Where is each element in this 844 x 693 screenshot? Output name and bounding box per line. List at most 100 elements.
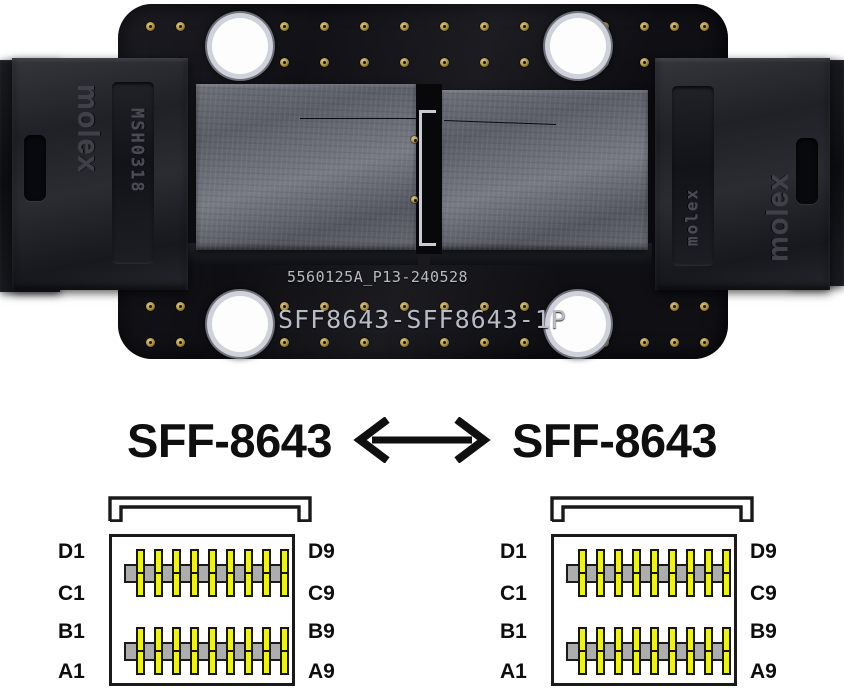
pcb-via xyxy=(480,338,489,347)
pin-group-dc xyxy=(124,549,289,597)
pcb-via xyxy=(700,302,709,311)
connector-pin xyxy=(244,549,253,574)
pin-label-c1: C1 xyxy=(500,582,527,605)
pcb-via xyxy=(640,22,649,31)
right-connector-brand-text: molex xyxy=(762,173,794,262)
pin-label-d9: D9 xyxy=(308,540,335,563)
bidirectional-arrow-icon xyxy=(350,416,494,464)
pcb-via xyxy=(320,302,329,311)
pin-group-ba xyxy=(566,627,731,675)
pinout-diagram-connector-a: D1 C1 B1 A1 D9 C9 B9 A9 xyxy=(58,492,390,692)
centre-via-lower xyxy=(411,196,418,203)
connector-pin xyxy=(190,627,199,652)
connector-pin xyxy=(136,549,145,574)
connector-pin xyxy=(262,650,271,675)
connector-pin xyxy=(136,650,145,675)
pin-label-b9: B9 xyxy=(750,620,777,643)
connector-pin xyxy=(668,549,677,574)
pcb-via xyxy=(320,338,329,347)
connector-pin xyxy=(578,549,587,574)
connector-pin xyxy=(190,650,199,675)
connector-pin xyxy=(632,549,641,574)
connector-pin xyxy=(614,627,623,652)
pcb-via xyxy=(360,338,369,347)
pcb-via xyxy=(600,22,609,31)
title-right-connector: SFF-8643 xyxy=(512,413,717,467)
right-connector-marking-text: molex xyxy=(682,187,701,246)
hairline-scratch-left xyxy=(300,118,418,119)
connector-pin xyxy=(614,650,623,675)
silkscreen-model: SFF8643-SFF8643-1P xyxy=(278,305,567,334)
connector-pin xyxy=(136,627,145,652)
connector-pin xyxy=(208,572,217,597)
pcb-via xyxy=(700,22,709,31)
pin-label-b1: B1 xyxy=(500,620,527,643)
pcb-via xyxy=(670,22,679,31)
pin-label-a1: A1 xyxy=(500,660,527,683)
connector-pin xyxy=(704,572,713,597)
connector-pin xyxy=(686,549,695,574)
connector-pin xyxy=(650,572,659,597)
centre-latch-clip xyxy=(419,110,436,246)
pcb-via xyxy=(360,302,369,311)
pcb-via xyxy=(700,338,709,347)
pin-label-a1: A1 xyxy=(58,660,85,683)
connector-pin xyxy=(226,572,235,597)
connector-pin xyxy=(632,627,641,652)
pcb-via xyxy=(400,302,409,311)
pcb-via xyxy=(146,338,155,347)
connector-pin xyxy=(244,627,253,652)
pcb-via xyxy=(670,302,679,311)
pin-label-a9: A9 xyxy=(308,660,335,683)
left-connector-marking-text: MSH0318 xyxy=(127,108,147,194)
pin-label-d1: D1 xyxy=(58,540,85,563)
pcb-via xyxy=(480,58,489,67)
pcb-via xyxy=(670,338,679,347)
pcb-via xyxy=(520,338,529,347)
connector-pin xyxy=(280,627,289,652)
connector-pin xyxy=(262,549,271,574)
connector-pin xyxy=(704,627,713,652)
pcb-via xyxy=(400,338,409,347)
pin-label-a9: A9 xyxy=(750,660,777,683)
connector-pin xyxy=(262,627,271,652)
connector-pin xyxy=(262,572,271,597)
pcb-via xyxy=(480,302,489,311)
pcb-via xyxy=(280,58,289,67)
connector-pin xyxy=(704,549,713,574)
pin-group-ba xyxy=(124,627,289,675)
connector-pin xyxy=(578,650,587,675)
pin-label-d1: D1 xyxy=(500,540,527,563)
connector-pin xyxy=(722,627,731,652)
connector-pin xyxy=(208,549,217,574)
connector-pin xyxy=(632,572,641,597)
pcb-via xyxy=(280,338,289,347)
block-texture-left xyxy=(196,84,416,250)
pcb-via xyxy=(400,58,409,67)
connector-pin xyxy=(596,572,605,597)
pcb-via xyxy=(600,302,609,311)
connector-pin xyxy=(650,627,659,652)
product-photo: 5560125A_P13-240528 SFF8643-SFF8643-1P m… xyxy=(0,4,844,359)
connector-pin xyxy=(668,627,677,652)
connector-pin xyxy=(172,650,181,675)
connector-pin xyxy=(632,650,641,675)
pin-label-b1: B1 xyxy=(58,620,85,643)
pcb-via xyxy=(280,302,289,311)
right-connector-marking-panel xyxy=(672,86,714,266)
connector-pin xyxy=(596,627,605,652)
connector-pin xyxy=(704,650,713,675)
pcb-via xyxy=(280,22,289,31)
mounting-hole-bottom-left xyxy=(212,296,268,352)
connector-block-left xyxy=(196,84,416,250)
connector-pin xyxy=(172,572,181,597)
connector-pin xyxy=(614,549,623,574)
pcb-via xyxy=(176,22,185,31)
right-connector-keying-slot xyxy=(796,138,818,204)
connector-pin xyxy=(172,549,181,574)
connector-pin xyxy=(686,627,695,652)
pin-group-dc xyxy=(566,549,731,597)
left-connector-brand-text: molex xyxy=(72,84,104,173)
pcb-via xyxy=(320,58,329,67)
connector-pin xyxy=(686,650,695,675)
